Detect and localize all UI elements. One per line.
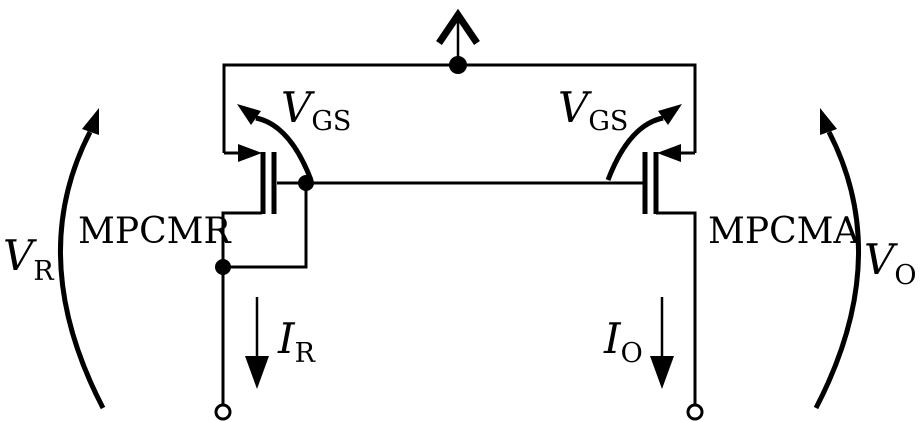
- io-label: IO: [603, 314, 643, 369]
- vgs-right-annotation: VGS: [558, 83, 682, 181]
- io-arrowhead-icon: [650, 356, 674, 389]
- vo-arc: [813, 130, 862, 410]
- mpcma-label: MPCMA: [708, 211, 860, 252]
- mpcma-drain-wire: [656, 211, 697, 404]
- ir-label: IR: [277, 314, 316, 369]
- vr-label: VR: [3, 231, 54, 287]
- mpcmr-diode-connection-wire: [223, 183, 308, 269]
- io-annotation: IO: [603, 297, 674, 389]
- vgs-left-arrowhead-icon: [237, 104, 261, 125]
- mpcma-source-arrow-icon: [657, 144, 681, 162]
- vgs-right-arc: [605, 115, 664, 181]
- supply-arrow-chevron: [436, 8, 480, 45]
- supply-rail: [222, 8, 697, 153]
- left-terminal-icon: [214, 403, 232, 421]
- supply-up-arrow-icon: [436, 8, 480, 74]
- ir-arrowhead-icon: [245, 356, 269, 389]
- vr-arc: [57, 130, 106, 410]
- transistor-mpcmr: MPCMR: [78, 144, 314, 404]
- supply-node-dot: [449, 56, 467, 74]
- ir-annotation: IR: [245, 297, 316, 389]
- mpcmr-source-arrow-icon: [238, 144, 262, 162]
- vgs-left-annotation: VGS: [237, 83, 351, 181]
- vgs-right-label: VGS: [558, 83, 628, 137]
- vr-arrowhead-icon: [82, 108, 99, 135]
- transistor-mpcma: MPCMA: [642, 144, 860, 404]
- vo-annotation: VO: [813, 108, 916, 410]
- vgs-right-arrowhead-icon: [658, 104, 682, 125]
- mpcmr-drain-wire: [221, 211, 262, 404]
- vr-annotation: VR: [3, 108, 106, 410]
- vgs-left-label: VGS: [281, 83, 351, 137]
- drain-node-dot: [215, 259, 231, 275]
- vgs-left-arc: [255, 115, 314, 181]
- vo-arrowhead-icon: [820, 108, 837, 135]
- vo-label: VO: [864, 235, 916, 291]
- mpcmr-label: MPCMR: [78, 211, 231, 252]
- right-terminal-icon: [686, 403, 704, 421]
